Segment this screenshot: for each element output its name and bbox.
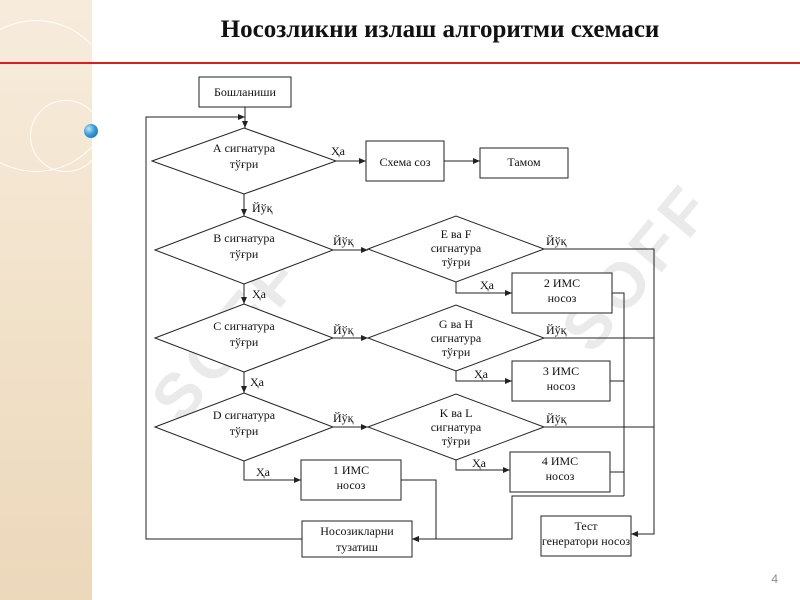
svg-text:G ва H: G ва H	[439, 317, 474, 331]
decision-kl: K ва L сигнатура тўғри	[366, 393, 546, 461]
svg-text:тўғри: тўғри	[230, 335, 259, 349]
node-start: Бошланиши	[198, 76, 292, 108]
label-b-yes: Ҳа	[252, 287, 267, 301]
svg-text:сигнатура: сигнатура	[431, 241, 482, 255]
svg-text:Тест: Тест	[574, 519, 598, 533]
svg-text:Бошланиши: Бошланиши	[214, 85, 277, 99]
label-gh-no: Йўқ	[546, 323, 567, 337]
svg-text:тўғри: тўғри	[230, 157, 259, 171]
svg-text:носоз: носоз	[548, 291, 577, 305]
label-a-yes: Ҳа	[331, 144, 346, 158]
node-ims-4: 4 ИМС носоз	[509, 451, 611, 493]
node-scheme-ok: Схема соз	[365, 140, 445, 182]
node-end: Тамом	[479, 147, 569, 179]
label-a-no: Йўқ	[252, 201, 273, 215]
node-fix-faults: Носозикларни тузатиш	[301, 520, 413, 558]
svg-text:носоз: носоз	[547, 379, 576, 393]
svg-text:тўғри: тўғри	[442, 434, 471, 448]
node-ims-1: 1 ИМС носоз	[300, 459, 402, 501]
decision-b: В сигнатура тўғри	[153, 215, 335, 285]
svg-text:тўғри: тўғри	[442, 345, 471, 359]
svg-text:сигнатура: сигнатура	[431, 331, 482, 345]
svg-text:тўғри: тўғри	[230, 424, 259, 438]
decision-a: А сигнатура тўғри	[150, 127, 338, 195]
label-b-no: Йўқ	[333, 234, 354, 248]
svg-text:2 ИМС: 2 ИМС	[544, 276, 580, 290]
svg-text:K ва L: K ва L	[440, 406, 473, 420]
label-kl-no: Йўқ	[546, 412, 567, 426]
svg-text:Носозикларни: Носозикларни	[320, 524, 394, 538]
svg-text:носоз: носоз	[337, 478, 366, 492]
decision-c: С сигнатура тўғри	[153, 303, 335, 373]
svg-text:генератори носоз: генератори носоз	[542, 534, 630, 548]
label-ef-no: Йўқ	[546, 234, 567, 248]
decision-d: D сигнатура тўғри	[153, 392, 335, 462]
decor-blue-dot	[84, 124, 98, 138]
node-test-generator: Тест генератори носоз	[540, 515, 632, 557]
page-number: 4	[771, 572, 778, 586]
svg-text:Тамом: Тамом	[507, 155, 541, 169]
title-divider	[0, 62, 800, 64]
edges	[145, 107, 655, 542]
svg-text:3 ИМС: 3 ИМС	[543, 364, 579, 378]
label-kl-yes: Ҳа	[472, 456, 487, 470]
label-ef-yes: Ҳа	[480, 278, 495, 292]
label-c-no: Йўқ	[333, 323, 354, 337]
side-decor-panel	[0, 0, 112, 600]
decision-ef: Е ва F сигнатура тўғри	[366, 215, 546, 283]
svg-text:Схема соз: Схема соз	[380, 155, 431, 169]
label-d-yes: Ҳа	[256, 465, 271, 479]
edge-labels: Ҳа Йўқ Йўқ Ҳа Йўқ Ҳа Йўқ Ҳа Йўқ Ҳа Йўқ Й…	[250, 144, 567, 479]
svg-text:Е ва F: Е ва F	[441, 227, 472, 241]
label-d-no: Йўқ	[333, 411, 354, 425]
node-ims-3: 3 ИМС носоз	[511, 360, 611, 402]
svg-text:сигнатура: сигнатура	[431, 420, 482, 434]
svg-text:D сигнатура: D сигнатура	[213, 408, 276, 422]
svg-text:1 ИМС: 1 ИМС	[333, 463, 369, 477]
label-c-yes: Ҳа	[250, 375, 265, 389]
svg-text:4 ИМС: 4 ИМС	[542, 454, 578, 468]
node-ims-2: 2 ИМС носоз	[511, 272, 613, 314]
svg-text:тўғри: тўғри	[230, 247, 259, 261]
decor-ring-small	[30, 100, 102, 172]
svg-text:В сигнатура: В сигнатура	[213, 231, 275, 245]
svg-text:носоз: носоз	[546, 469, 575, 483]
svg-text:тўғри: тўғри	[442, 255, 471, 269]
svg-text:С сигнатура: С сигнатура	[213, 319, 275, 333]
svg-text:тузатиш: тузатиш	[336, 540, 379, 554]
svg-text:А сигнатура: А сигнатура	[213, 141, 276, 155]
label-gh-yes: Ҳа	[474, 367, 489, 381]
page-title: Носозликни излаш алгоритми схемаси	[220, 16, 660, 43]
